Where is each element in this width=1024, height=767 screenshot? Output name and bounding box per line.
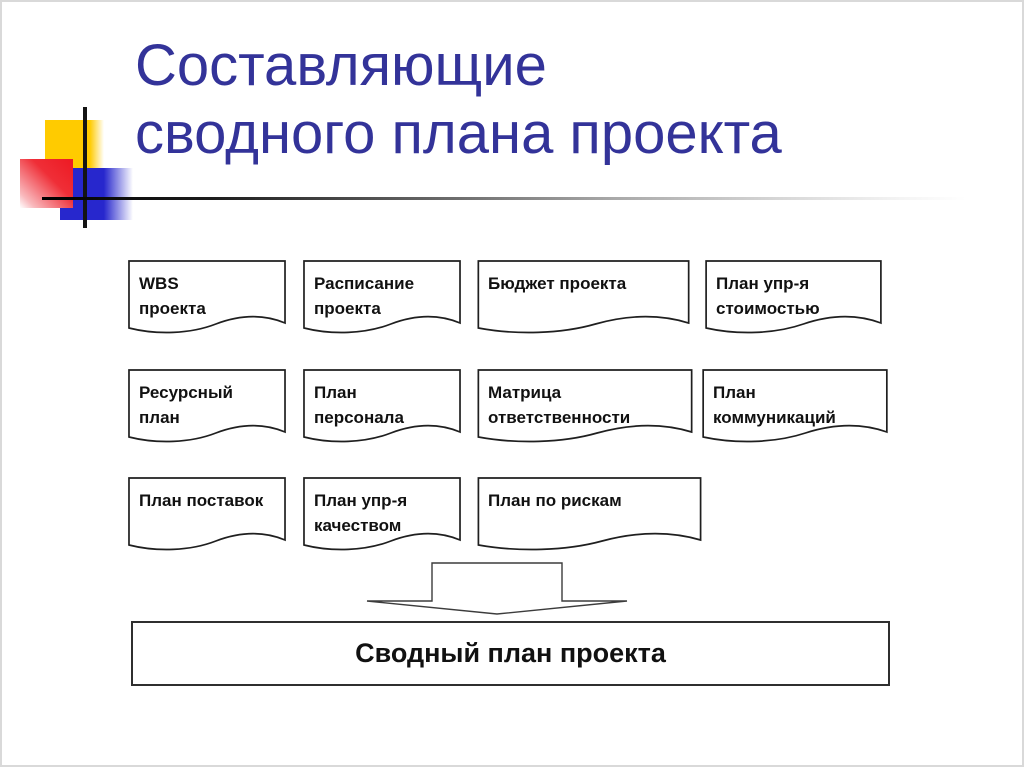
- document-shape-icon: [128, 260, 286, 338]
- doc-schedule: Расписание проекта: [303, 260, 461, 338]
- document-shape-icon: [303, 260, 461, 338]
- doc-label: План упр-я стоимостью: [716, 274, 820, 318]
- down-arrow-icon: [366, 562, 628, 615]
- doc-label: План персонала: [314, 383, 404, 427]
- document-shape-icon: [303, 477, 461, 555]
- doc-resource-plan: Ресурсный план: [128, 369, 286, 447]
- doc-label: Ресурсный план: [139, 383, 233, 427]
- document-shape-icon: [702, 369, 888, 447]
- doc-risk-plan: План по рискам: [477, 477, 702, 555]
- result-box: Сводный план проекта: [131, 621, 890, 686]
- doc-communications-plan: План коммуникаций: [702, 369, 888, 447]
- doc-label: WBS проекта: [139, 274, 206, 318]
- result-label: Сводный план проекта: [355, 638, 666, 668]
- doc-procurement-plan: План поставок: [128, 477, 286, 555]
- doc-label: План коммуникаций: [713, 383, 836, 427]
- document-shape-icon: [128, 369, 286, 447]
- document-shape-icon: [705, 260, 882, 338]
- document-shape-icon: [128, 477, 286, 555]
- doc-label: План по рискам: [488, 491, 622, 510]
- doc-responsibility-matrix: Матрица ответственности: [477, 369, 693, 447]
- doc-budget: Бюджет проекта: [477, 260, 690, 338]
- doc-label: План упр-я качеством: [314, 491, 408, 535]
- doc-quality-management: План упр-я качеством: [303, 477, 461, 555]
- document-shape-icon: [477, 260, 690, 338]
- doc-label: План поставок: [139, 491, 264, 510]
- title-underline: [42, 197, 966, 200]
- doc-staff-plan: План персонала: [303, 369, 461, 447]
- doc-label: Расписание проекта: [314, 274, 415, 318]
- document-shape-icon: [477, 369, 693, 447]
- document-shape-icon: [477, 477, 702, 555]
- doc-label: Матрица ответственности: [488, 383, 631, 427]
- doc-label: Бюджет проекта: [488, 274, 627, 293]
- document-shape-icon: [303, 369, 461, 447]
- decor-vertical-line: [83, 107, 87, 228]
- decor-red-square: [20, 159, 73, 208]
- doc-cost-management: План упр-я стоимостью: [705, 260, 882, 338]
- slide-title: Составляющие сводного плана проекта: [135, 33, 782, 166]
- doc-wbs: WBS проекта: [128, 260, 286, 338]
